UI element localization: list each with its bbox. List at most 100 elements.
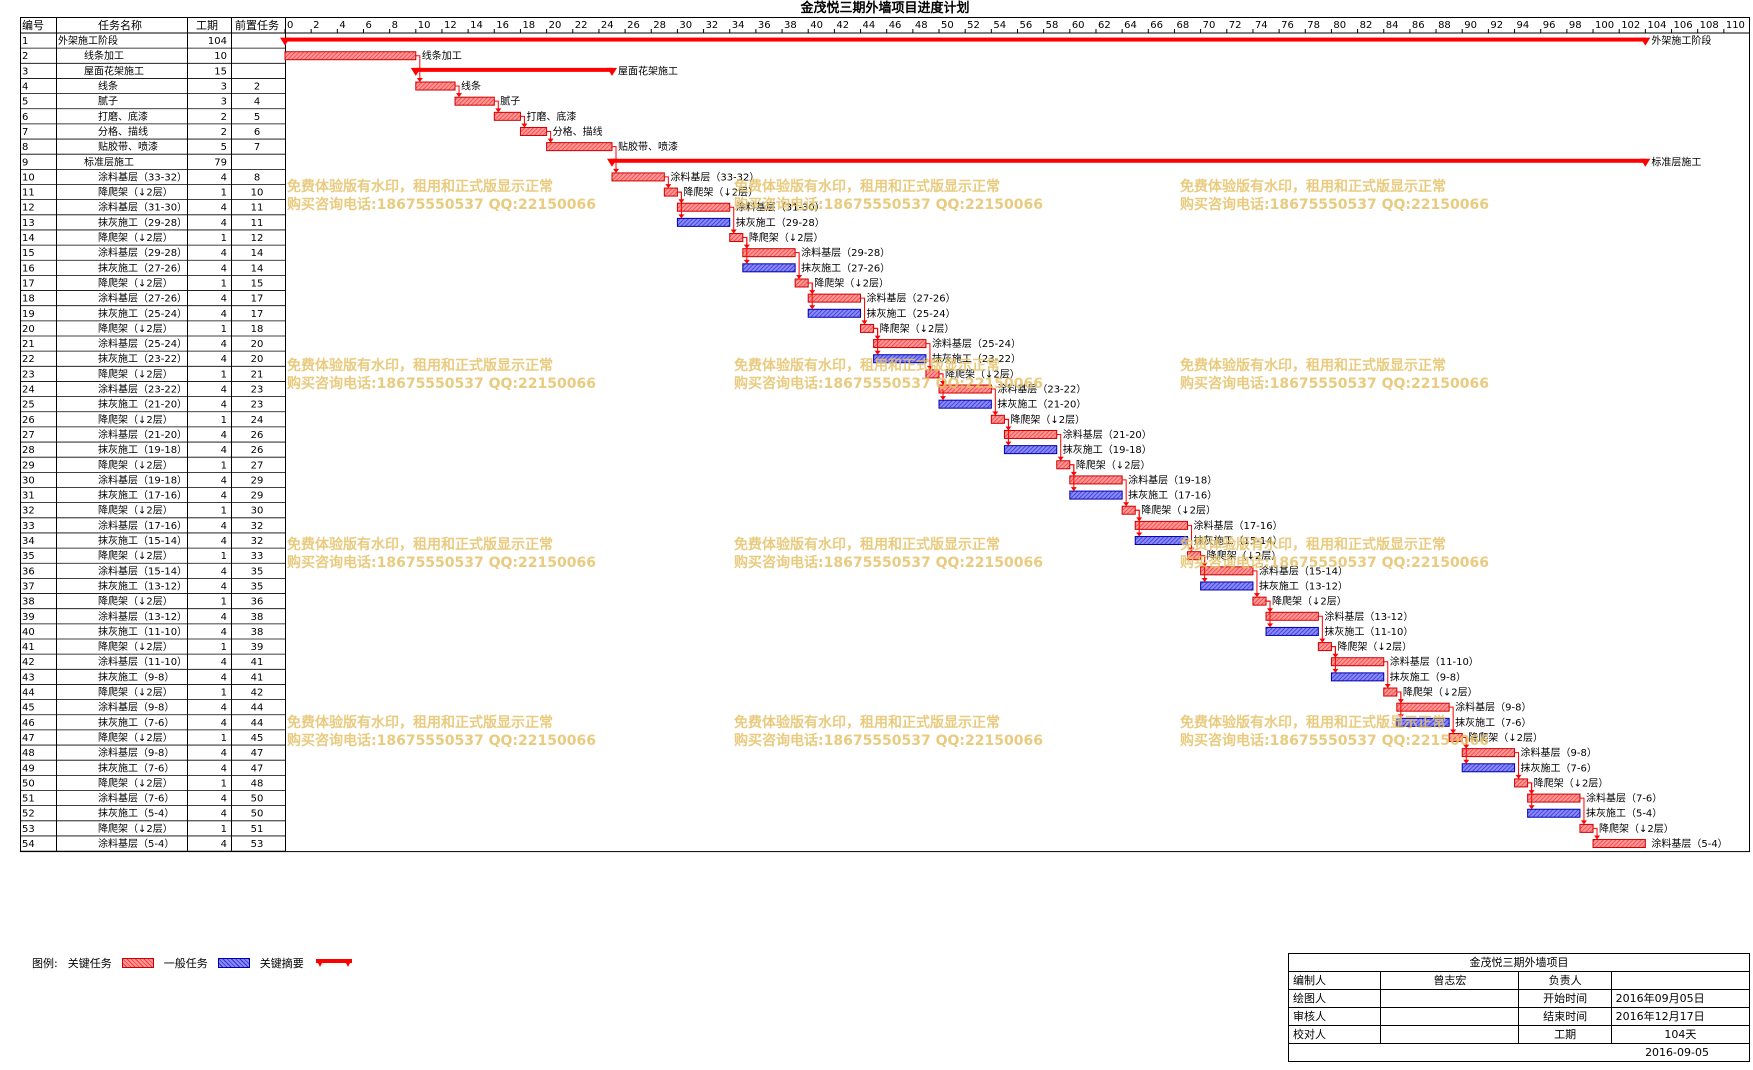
axis-tick-label: 30	[679, 20, 692, 31]
task-predecessor: 32	[251, 536, 264, 547]
summary-start-marker	[410, 67, 421, 76]
axis-tick-label: 96	[1543, 20, 1556, 31]
dependency-link	[1318, 615, 1323, 641]
task-predecessor: 32	[251, 521, 264, 532]
axis-tick-label: 72	[1229, 20, 1242, 31]
bar-label: 分格、描线	[553, 125, 603, 138]
task-name: 涂料基层（19-18）	[98, 473, 187, 486]
bar-label: 涂料基层（27-26）	[867, 292, 956, 305]
bar-label: 抹灰施工（13-12）	[1259, 579, 1348, 592]
task-predecessor: 50	[251, 794, 264, 805]
dependency-arrow	[547, 138, 554, 143]
axis-tick-label: 68	[1176, 20, 1189, 31]
axis-tick-label: 110	[1726, 20, 1745, 31]
task-predecessor: 5	[254, 112, 260, 123]
task-id: 42	[22, 657, 35, 668]
task-id: 20	[22, 324, 35, 335]
normal-task-bar	[938, 399, 992, 409]
task-duration: 1	[221, 733, 227, 744]
task-name: 标准层施工	[84, 155, 134, 168]
task-predecessor: 17	[251, 309, 264, 320]
task-id: 5	[22, 97, 28, 108]
critical-task-bar	[807, 293, 862, 303]
critical-task-bar	[676, 202, 731, 212]
task-predecessor: 42	[251, 688, 264, 699]
normal-task-bar	[807, 308, 862, 318]
task-name: 涂料基层（29-28）	[98, 246, 187, 259]
dependency-link	[925, 343, 931, 368]
bar-label: 涂料基层（29-28）	[801, 246, 890, 259]
axis-tick-label: 108	[1700, 20, 1719, 31]
axis-tick-label: 76	[1281, 20, 1294, 31]
axis-tick-label: 12	[444, 20, 457, 31]
task-duration: 79	[214, 157, 227, 168]
task-id: 15	[22, 248, 35, 259]
task-predecessor: 29	[251, 491, 264, 502]
bar-label: 降爬架（↓2层）	[945, 367, 1020, 380]
axis-tick-label: 24	[601, 20, 614, 31]
critical-task-bar	[794, 278, 809, 288]
task-id: 49	[22, 763, 35, 774]
dependency-arrow	[678, 214, 685, 219]
gantt-border	[20, 17, 1750, 853]
bar-label: 降爬架（↓2层）	[1010, 413, 1085, 426]
dependency-arrow	[992, 411, 999, 416]
task-duration: 1	[221, 642, 227, 653]
task-predecessor: 10	[251, 188, 264, 199]
dependency-arrow	[1580, 820, 1587, 825]
task-predecessor: 23	[251, 385, 264, 396]
normal-task-bar	[1134, 536, 1189, 546]
task-predecessor: 45	[251, 733, 264, 744]
critical-task-bar	[493, 111, 521, 121]
task-duration: 15	[214, 66, 227, 77]
bar-label: 抹灰施工（19-18）	[1063, 443, 1152, 456]
task-duration: 1	[221, 188, 227, 199]
bar-label: 标准层施工	[1651, 155, 1701, 168]
axis-tick-label: 102	[1621, 20, 1640, 31]
task-duration: 4	[221, 203, 227, 214]
task-name: 降爬架（↓2层）	[98, 731, 173, 744]
dependency-arrow	[1384, 684, 1391, 689]
task-name: 降爬架（↓2层）	[98, 549, 173, 562]
task-id: 53	[22, 824, 35, 835]
task-predecessor: 44	[251, 718, 264, 729]
axis-tick-label: 100	[1595, 20, 1614, 31]
normal-task-bar	[1461, 763, 1516, 773]
task-id: 48	[22, 748, 35, 759]
task-duration: 1	[221, 778, 227, 789]
task-duration: 4	[221, 172, 227, 183]
dependency-arrow	[1123, 502, 1130, 507]
axis-tick-label: 106	[1674, 20, 1693, 31]
task-predecessor: 23	[251, 400, 264, 411]
bar-label: 涂料基层（33-32）	[670, 170, 759, 183]
task-duration: 1	[221, 551, 227, 562]
task-duration: 4	[221, 672, 227, 683]
info-date: 2016-09-05	[1288, 1043, 1750, 1062]
info-start-label: 开始时间	[1518, 989, 1612, 1008]
task-predecessor: 48	[251, 778, 264, 789]
dependency-link	[1331, 646, 1336, 671]
task-predecessor: 36	[251, 597, 264, 608]
dependency-arrow	[1528, 805, 1535, 810]
task-predecessor: 44	[251, 703, 264, 714]
task-id: 8	[22, 142, 28, 153]
task-predecessor: 30	[251, 506, 264, 517]
bar-label: 线条加工	[422, 49, 462, 62]
task-predecessor: 14	[251, 263, 264, 274]
normal-task-bar	[1265, 626, 1319, 636]
task-predecessor: 38	[251, 612, 264, 623]
task-id: 30	[22, 475, 35, 486]
dependency-arrow	[1267, 623, 1274, 628]
bar-label: 涂料基层（15-14）	[1259, 564, 1348, 577]
legend-label: 图例:	[32, 957, 58, 970]
axis-tick-label: 8	[392, 20, 398, 31]
axis-tick-label: 56	[1020, 20, 1033, 31]
axis-tick-label: 84	[1386, 20, 1399, 31]
critical-task-bar	[1579, 823, 1594, 833]
dependency-arrow	[1319, 638, 1326, 643]
dependency-link	[1122, 479, 1127, 505]
bar-label: 降爬架（↓2层）	[1403, 686, 1478, 699]
task-id: 40	[22, 627, 35, 638]
task-name: 涂料基层（5-4）	[98, 837, 174, 850]
